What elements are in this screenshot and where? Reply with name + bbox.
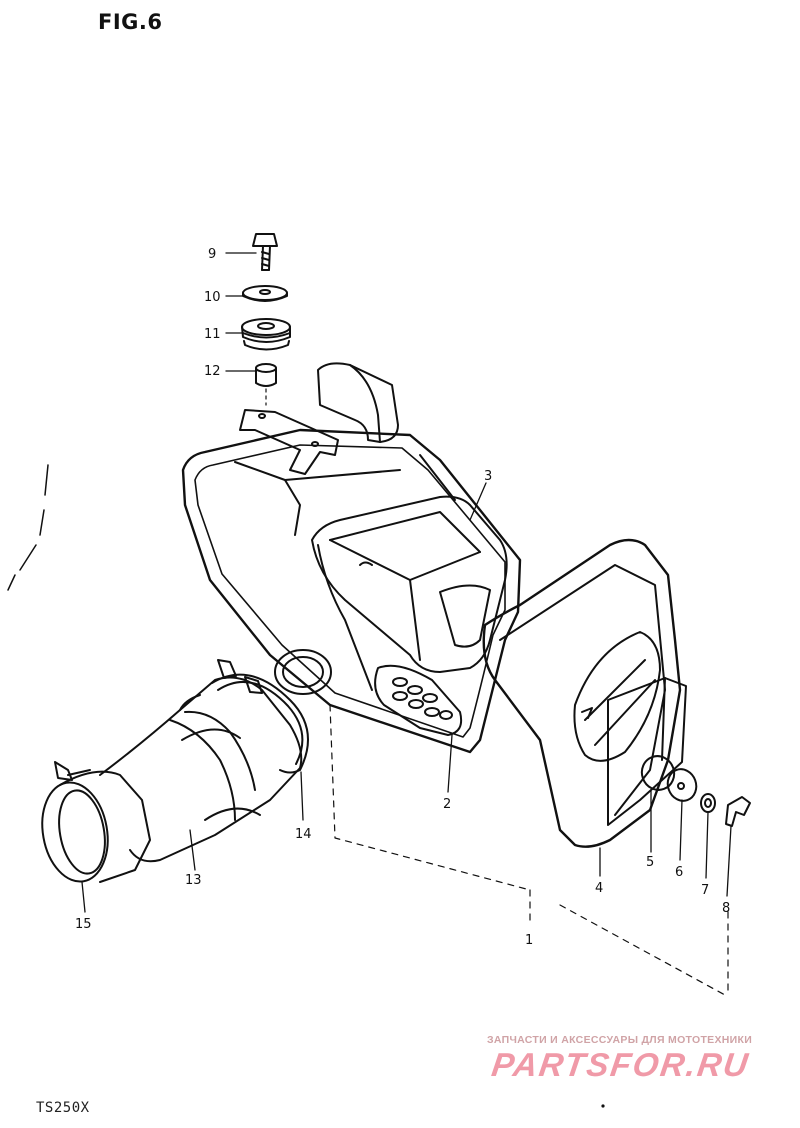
callout-11: 11	[204, 327, 221, 342]
model-code: TS250X	[36, 1100, 90, 1116]
callout-1: 1	[525, 933, 533, 948]
callout-9: 9	[208, 247, 216, 262]
air-filter-element	[311, 482, 508, 673]
air-cleaner-cover	[482, 538, 687, 848]
callout-8: 8	[722, 901, 730, 916]
plate-part	[666, 768, 698, 802]
callout-15: 15	[75, 917, 92, 932]
callout-5: 5	[646, 855, 654, 870]
small-washer-part	[700, 793, 716, 813]
watermark-logo[interactable]: PARTSFOR.RU	[489, 1046, 752, 1083]
hose-clamp-part	[41, 761, 151, 883]
bolt-part	[252, 233, 278, 271]
figure-title: FIG.6	[98, 10, 163, 34]
callout-4: 4	[595, 881, 603, 896]
intake-pipe	[99, 676, 303, 863]
callout-6: 6	[675, 865, 683, 880]
cushion-part	[640, 755, 676, 791]
callout-2: 2	[443, 797, 451, 812]
callout-12: 12	[204, 364, 221, 379]
clamp-part	[211, 659, 309, 774]
callout-10: 10	[204, 290, 221, 305]
callout-14: 14	[295, 827, 312, 842]
spacer-part	[255, 363, 277, 387]
callout-7: 7	[701, 883, 709, 898]
watermark-tagline: ЗАПЧАСТИ И АКСЕССУАРЫ ДЛЯ МОТОТЕХНИКИ	[487, 1034, 753, 1046]
callout-3: 3	[484, 469, 492, 484]
callout-13: 13	[185, 873, 202, 888]
grommet-part	[241, 318, 291, 351]
screw-clip-part	[725, 796, 751, 827]
air-cleaner-case	[181, 362, 522, 754]
washer-part	[242, 285, 288, 302]
